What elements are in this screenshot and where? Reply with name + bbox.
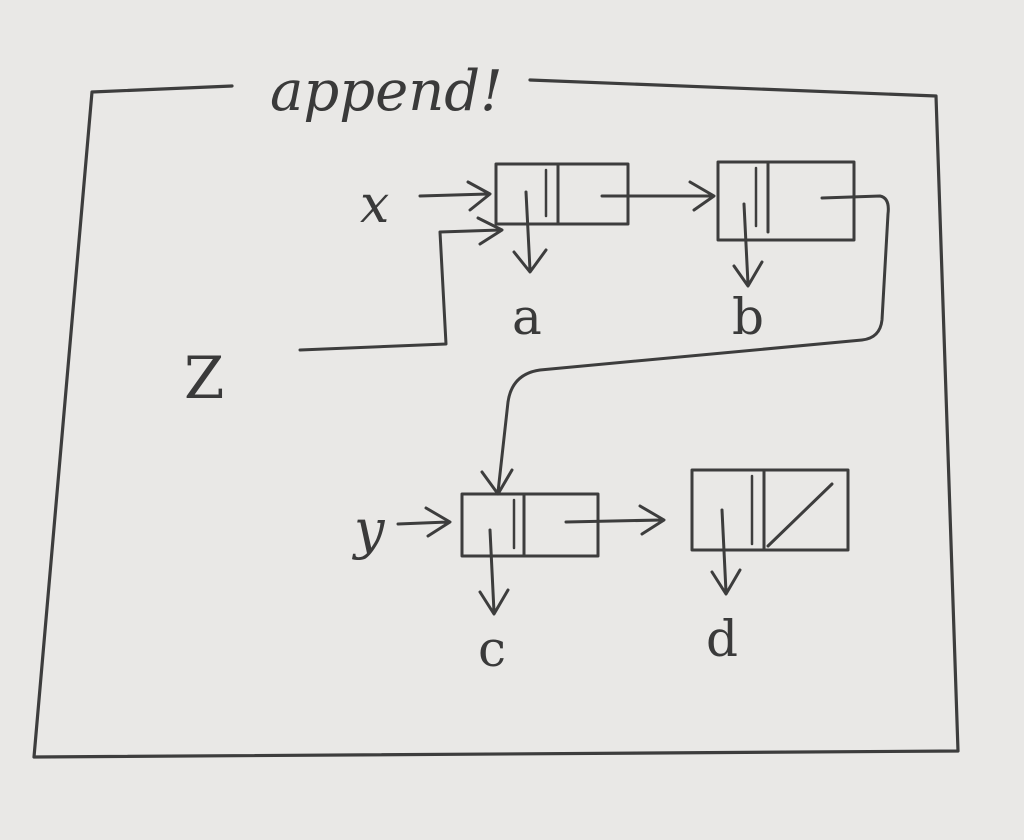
atom-d: d — [706, 610, 738, 668]
nil-slash — [766, 482, 834, 548]
car-arrow-b — [732, 202, 764, 288]
atom-b: b — [732, 288, 764, 346]
cons-cell-c — [460, 492, 600, 558]
pointer-arrow-y — [396, 506, 452, 538]
car-arrow-c — [478, 528, 510, 616]
pointer-label-y: y — [352, 498, 386, 561]
atom-a: a — [512, 288, 542, 346]
car-arrow-d — [710, 508, 742, 596]
pointer-arrow-z — [298, 216, 504, 352]
car-arrow-a — [512, 190, 548, 274]
frame-border — [32, 78, 960, 759]
cons-cell-d — [690, 468, 850, 552]
atom-c: c — [478, 620, 506, 678]
cdr-arrow-cd — [564, 504, 666, 536]
frame-title: append! — [270, 59, 503, 124]
cons-cell-a — [494, 162, 630, 226]
cdr-arrow-ab — [600, 180, 716, 212]
pointer-label-z: Z — [184, 344, 224, 412]
cons-cell-b — [716, 160, 856, 242]
pointer-arrow-x — [418, 180, 492, 212]
pointer-label-x: x — [360, 175, 389, 235]
